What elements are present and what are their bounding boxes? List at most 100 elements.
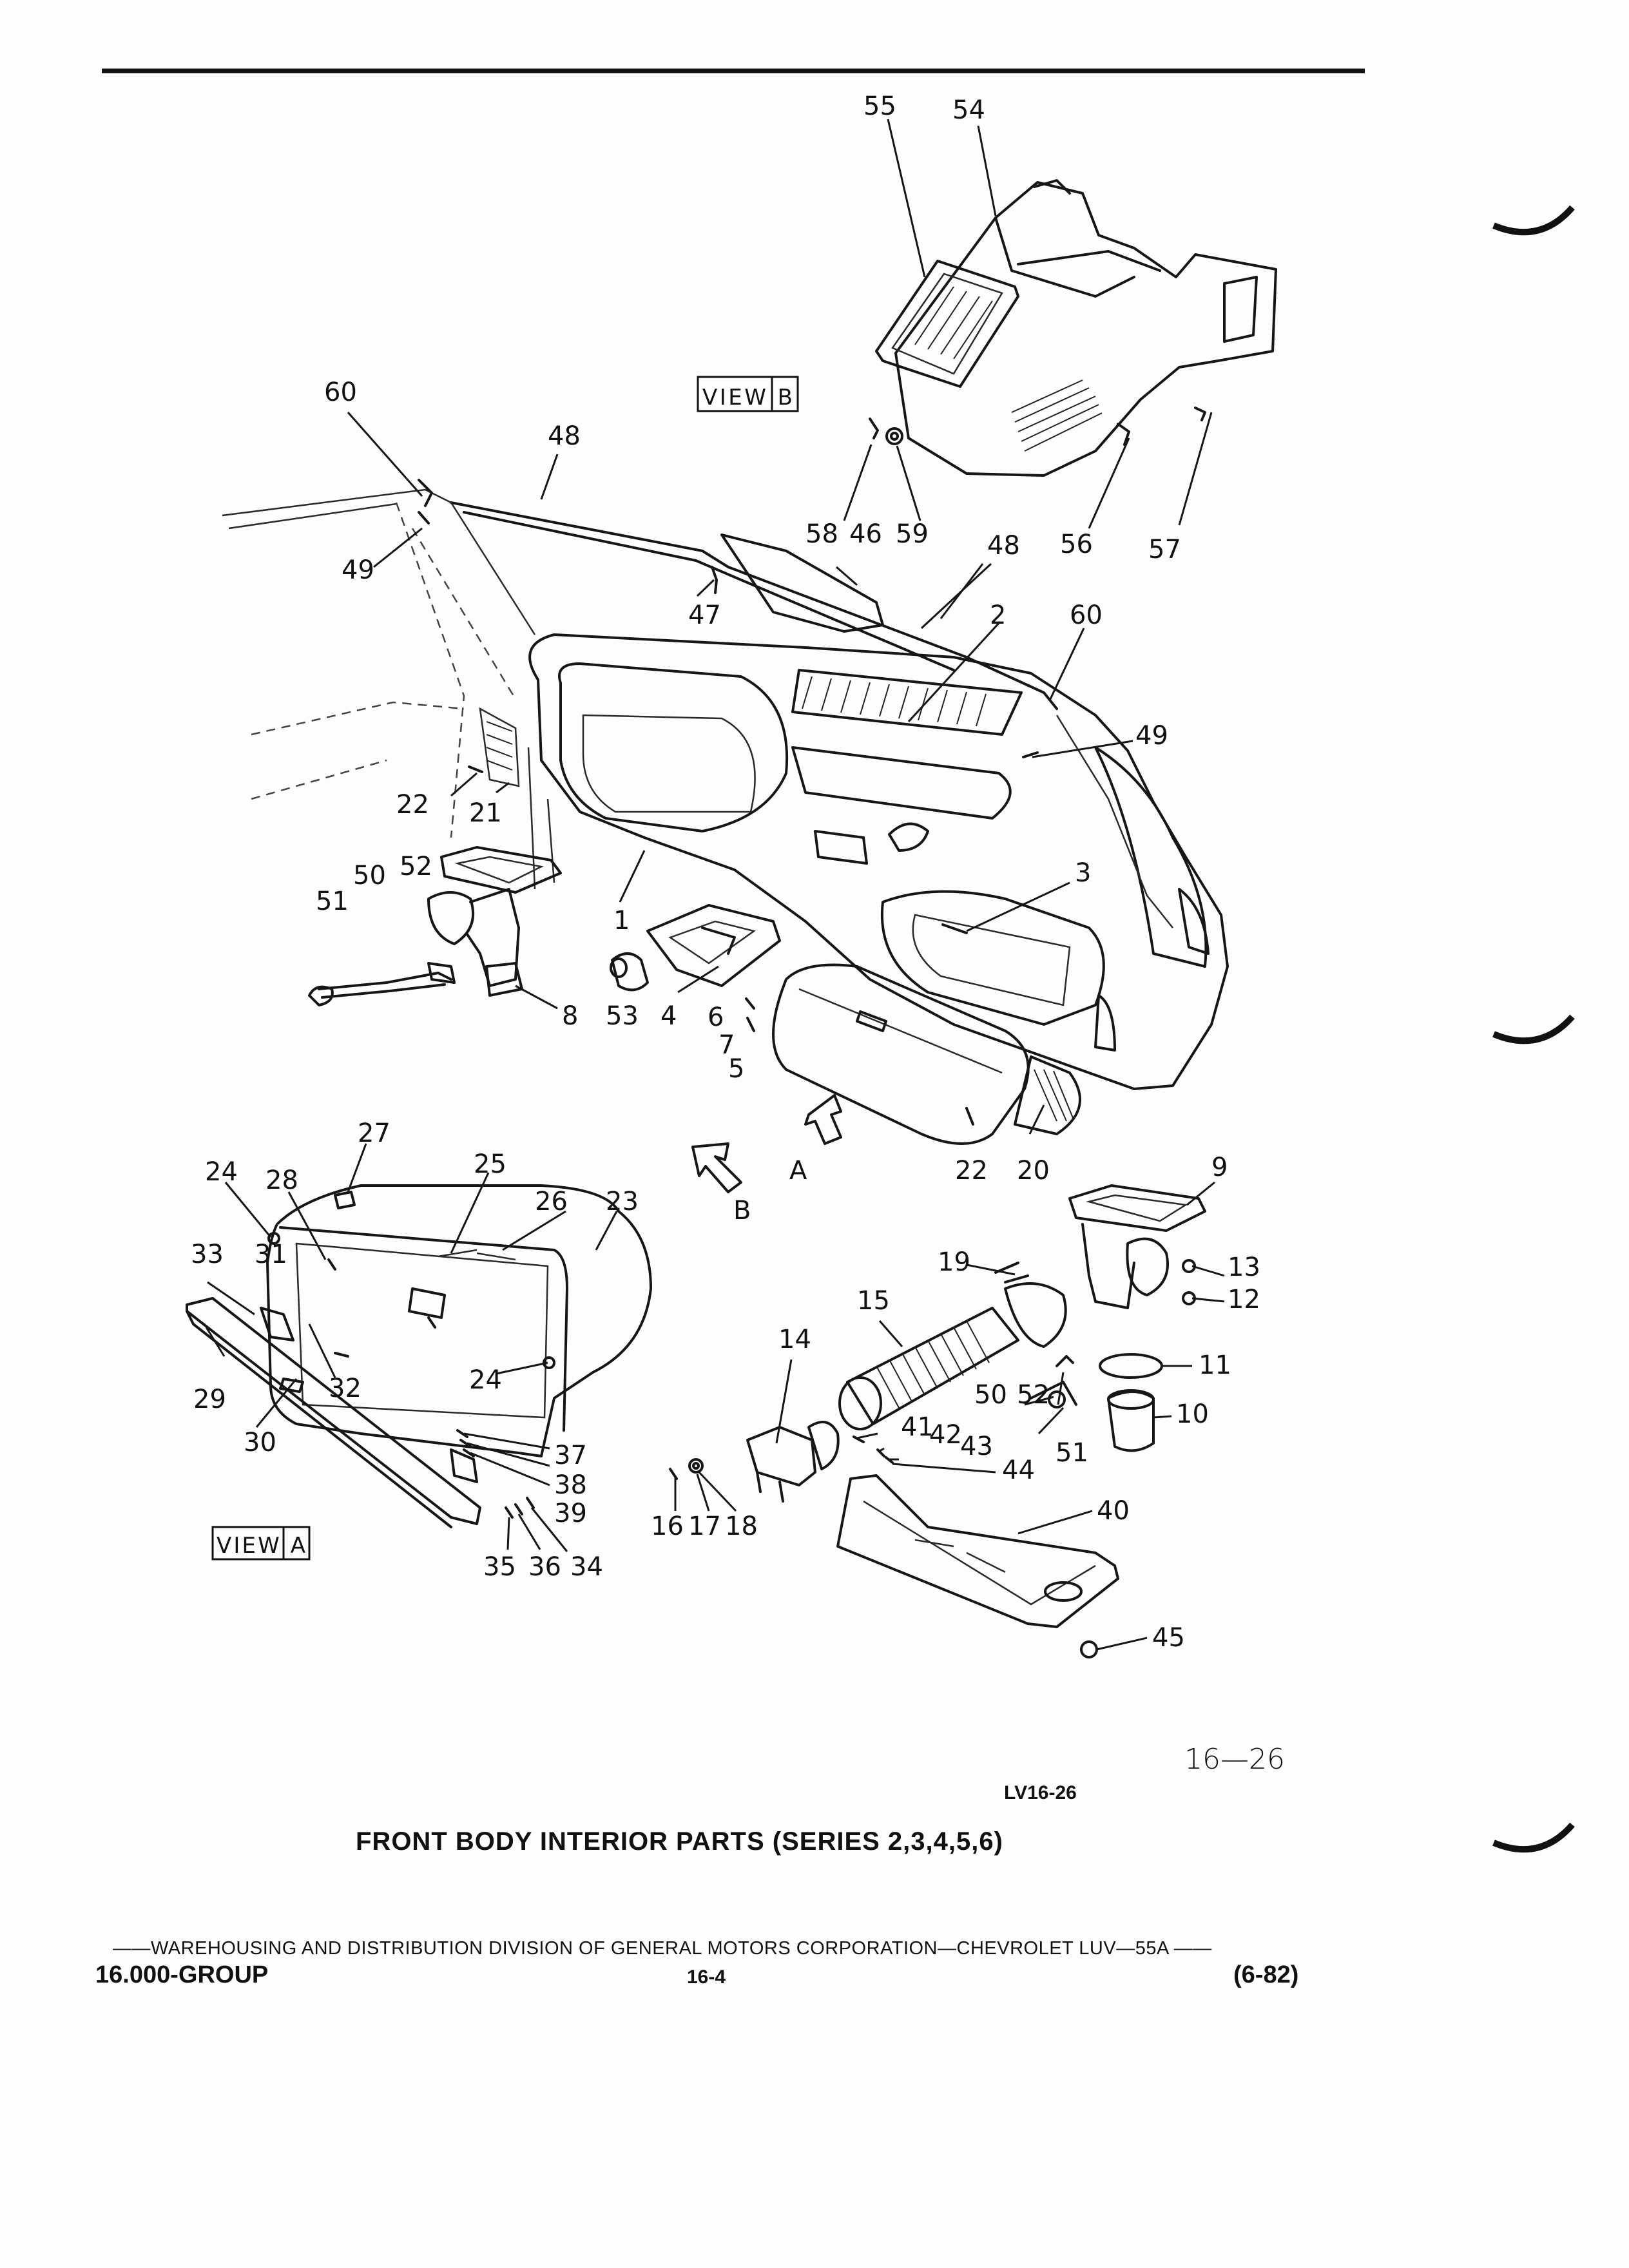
glove-box-bin [266, 1184, 652, 1457]
fasteners-upper [418, 407, 1206, 1126]
callout: 11 [1199, 1350, 1231, 1380]
callout: 39 [554, 1499, 587, 1528]
callout: 55 [863, 91, 896, 121]
callout: 7 [718, 1030, 735, 1060]
callout: 33 [191, 1240, 224, 1269]
view-b-label: VIEW B [702, 385, 793, 410]
callout: 29 [193, 1385, 226, 1414]
view-arrow-a-icon [804, 1094, 842, 1145]
arrow-b-label: B [733, 1196, 751, 1225]
callout: 50 [974, 1380, 1007, 1410]
callout: 5 [728, 1054, 744, 1084]
left-vent-assembly [427, 846, 562, 997]
callout: 45 [1152, 1623, 1185, 1653]
callout: 23 [606, 1187, 639, 1216]
callout-numbers: 55 54 60 48 49 58 46 59 48 56 57 47 2 60… [191, 91, 1260, 1653]
callout: 60 [1070, 601, 1103, 630]
view-a-label: VIEW A [217, 1533, 305, 1559]
callout: 24 [469, 1365, 502, 1395]
callout: 21 [469, 798, 502, 828]
page-number: 16-4 [687, 1966, 726, 1988]
callout: 46 [849, 519, 882, 549]
callout: 38 [554, 1470, 587, 1500]
callout: 16 [651, 1512, 684, 1541]
callout: 34 [570, 1552, 603, 1582]
callout: 59 [896, 519, 929, 549]
callout: 26 [535, 1187, 568, 1216]
figure-code: 16—26 [1184, 1743, 1285, 1776]
callout: 3 [1075, 858, 1091, 888]
right-vent-assembly [1068, 1184, 1206, 1309]
heater-duct-housing [894, 179, 1277, 477]
callout: 51 [1055, 1438, 1088, 1468]
defroster-nozzle-line [450, 501, 1058, 710]
duct-elbow [1107, 1389, 1155, 1452]
duct-outlet-grille [875, 260, 1019, 388]
callout: 27 [358, 1119, 390, 1148]
revision-date: (6-82) [1233, 1961, 1299, 1988]
callout: 42 [929, 1420, 962, 1450]
view-b-box [697, 376, 799, 412]
callout: 35 [483, 1552, 516, 1582]
callout: 8 [562, 1001, 578, 1031]
group-code: 16.000-GROUP [95, 1961, 269, 1988]
left-control-cable [308, 962, 456, 1006]
right-cable [1030, 1355, 1077, 1408]
callout: 48 [548, 421, 581, 451]
callout: 49 [1135, 721, 1168, 751]
knob-53 [610, 952, 649, 992]
callout: 14 [778, 1325, 811, 1354]
callout: 43 [960, 1432, 993, 1461]
clamp-ring [1099, 1353, 1163, 1379]
footer-publisher-line: ——WAREHOUSING AND DISTRIBUTION DIVISION … [113, 1938, 1212, 1959]
blower-unit [746, 1421, 840, 1503]
callout: 51 [316, 887, 349, 916]
drawing-number: LV16-26 [1004, 1782, 1077, 1803]
lower-bracket [646, 904, 781, 987]
view-a-box [211, 1526, 311, 1561]
callout: 60 [324, 378, 357, 407]
callout: 25 [474, 1149, 506, 1179]
leader-lines [205, 119, 1225, 1651]
callout: 48 [987, 531, 1020, 561]
callout: 15 [857, 1286, 890, 1316]
binder-mark-top [1492, 205, 1575, 236]
callout: 6 [708, 1003, 724, 1032]
callout: 31 [255, 1240, 287, 1269]
callout: 37 [554, 1441, 587, 1470]
callout: 13 [1228, 1253, 1260, 1282]
callout: 12 [1228, 1285, 1260, 1314]
binder-mark-middle [1492, 1014, 1575, 1044]
lower-fasteners [669, 1259, 1196, 1658]
callout: 9 [1211, 1153, 1228, 1182]
callout: 58 [805, 519, 838, 549]
callout: 19 [938, 1247, 970, 1277]
lower-duct-cover [836, 1474, 1119, 1628]
binder-mark-bottom [1492, 1822, 1575, 1853]
callout: 36 [528, 1552, 561, 1582]
callout: 1 [613, 906, 630, 936]
page-title: FRONT BODY INTERIOR PARTS (SERIES 2,3,4,… [356, 1827, 1003, 1856]
callout: 54 [952, 95, 985, 125]
callout: 10 [1176, 1399, 1209, 1429]
arrow-a-label: A [789, 1156, 807, 1186]
callout: 40 [1097, 1496, 1130, 1526]
callout: 4 [660, 1001, 677, 1031]
callout: 41 [901, 1412, 934, 1442]
view-arrow-b-icon [691, 1142, 742, 1193]
callout: 28 [265, 1166, 298, 1195]
callout: 24 [205, 1157, 238, 1187]
callout: 22 [396, 790, 429, 820]
callout: 50 [353, 861, 386, 890]
callout: 20 [1017, 1156, 1050, 1186]
callout: 17 [688, 1512, 721, 1541]
callout: 2 [990, 601, 1006, 630]
glove-box-door [772, 963, 1081, 1145]
callout: 52 [400, 852, 432, 881]
callout: 44 [1002, 1456, 1035, 1485]
callout: 53 [606, 1001, 639, 1031]
instrument-panel [528, 633, 1229, 1090]
callout: 56 [1060, 530, 1093, 559]
callout: 57 [1148, 535, 1181, 564]
